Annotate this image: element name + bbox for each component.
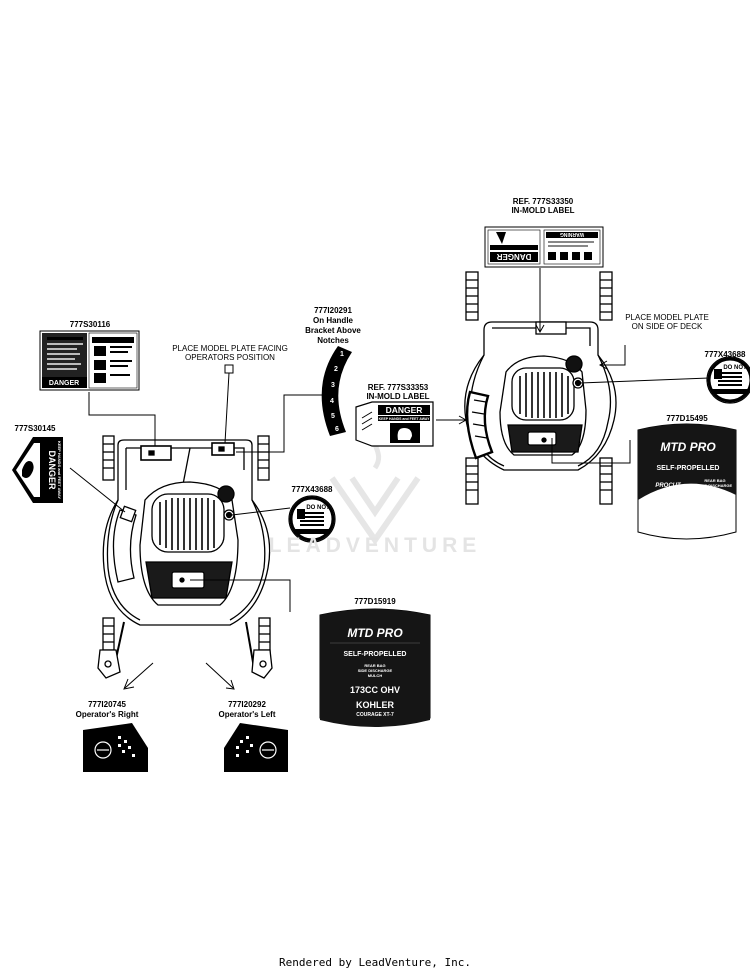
fuel-right-do-not: DO NOT xyxy=(723,365,747,371)
fuel-label-left: DO NOT xyxy=(288,495,336,543)
hood-right-side-discharge: SIDE DISCHARGE xyxy=(698,483,733,488)
label-model-plate-left-2: OPERATORS POSITION xyxy=(185,353,275,362)
danger-hex-text: DANGER xyxy=(47,450,57,490)
label-right-op-desc: Operator's Right xyxy=(75,710,139,719)
decal-danger-text-left: DANGER xyxy=(49,380,79,387)
hood-left-rear-bag: REAR BAG xyxy=(364,663,385,668)
hood-right-self-propelled: SELF-PROPELLED xyxy=(656,465,719,472)
label-center-ref-desc: IN-MOLD LABEL xyxy=(366,392,430,401)
label-top-ref-part: REF. 777S33350 xyxy=(512,197,574,206)
label-right-op-part: 777I20745 xyxy=(88,700,126,709)
label-left-danger-part: 777S30145 xyxy=(14,424,56,433)
hood-left-side-discharge: SIDE DISCHARGE xyxy=(358,668,393,673)
label-top-ref-desc: IN-MOLD LABEL xyxy=(511,206,575,215)
label-center-ref-part: REF. 777S33353 xyxy=(367,383,429,392)
hood-left-self-propelled: SELF-PROPELLED xyxy=(343,651,406,658)
fuel-left-do-not: DO NOT xyxy=(306,505,330,511)
model-plate-marker-square xyxy=(224,364,234,374)
hood-right-rear-bag: REAR BAG xyxy=(704,478,725,483)
top-danger-text: DANGER xyxy=(496,252,531,261)
label-handle-decal-3: Notches xyxy=(317,336,349,345)
operator-left-decal xyxy=(224,723,288,772)
handle-scale-decal: 1 2 3 4 5 6 xyxy=(321,346,352,436)
watermark-text: LEADVENTURE xyxy=(268,534,482,557)
hood-right-procut: PROCUT xyxy=(655,483,682,489)
hood-decal-right: MTD PRO SELF-PROPELLED PROCUT REAR BAG S… xyxy=(637,423,737,540)
label-left-hood-part: 777D15919 xyxy=(354,597,396,606)
hood-left-brand: MTD PRO xyxy=(347,626,403,640)
hood-left-engine-brand: KOHLER xyxy=(356,700,395,710)
hood-decal-left: MTD PRO SELF-PROPELLED REAR BAG SIDE DIS… xyxy=(319,608,431,727)
hood-left-engine-model: COURAGE XT-7 xyxy=(356,712,394,718)
hood-right-mulch: MULCH xyxy=(708,488,723,493)
top-danger-label: DANGER WARNING xyxy=(484,226,604,268)
label-model-plate-right-1: PLACE MODEL PLATE xyxy=(625,313,709,322)
center-danger-label: DANGER KEEP HANDS and FEET AWAY xyxy=(355,401,434,447)
scale-2: 2 xyxy=(334,366,338,373)
warning-decal-left: DANGER xyxy=(39,330,140,391)
label-handle-decal-2: Bracket Above xyxy=(305,326,361,335)
scale-1: 1 xyxy=(340,351,344,358)
label-handle-decal-part: 777I20291 xyxy=(314,306,352,315)
danger-hex-subtext: KEEP HANDS and FEET AWAY xyxy=(57,441,62,499)
label-left-op-desc: Operator's Left xyxy=(218,710,276,719)
label-right-hood-part: 777D15495 xyxy=(666,414,708,423)
label-fuel-left-part: 777X43688 xyxy=(291,485,333,494)
top-warning-text: WARNING xyxy=(560,231,584,237)
hood-left-mulch: MULCH xyxy=(368,673,383,678)
fuel-label-right: DO NOT xyxy=(706,356,750,404)
scale-5: 5 xyxy=(331,413,335,420)
operator-right-decal xyxy=(83,723,148,772)
label-model-plate-right-2: ON SIDE OF DECK xyxy=(631,322,703,331)
footer-credit: Rendered by LeadVenture, Inc. xyxy=(278,956,472,969)
scale-3: 3 xyxy=(331,382,335,389)
label-left-op-part: 777I20292 xyxy=(228,700,266,709)
hood-right-brand: MTD PRO xyxy=(660,440,716,454)
left-mower xyxy=(97,435,273,679)
label-handle-decal-1: On Handle xyxy=(312,316,353,325)
leader-lines xyxy=(69,268,710,690)
label-fuel-right-part: 777X43688 xyxy=(704,350,746,359)
scale-4: 4 xyxy=(330,398,334,405)
scale-6: 6 xyxy=(335,426,339,433)
center-danger-subtext: KEEP HANDS and FEET AWAY xyxy=(379,417,430,421)
danger-decal-hex-left: DANGER KEEP HANDS and FEET AWAY xyxy=(12,437,63,503)
label-left-warning-part: 777S30116 xyxy=(69,320,111,329)
hood-left-engine-cc: 173CC OHV xyxy=(350,685,400,695)
center-danger-text: DANGER xyxy=(386,405,423,415)
label-model-plate-left-1: PLACE MODEL PLATE FACING xyxy=(172,344,288,353)
